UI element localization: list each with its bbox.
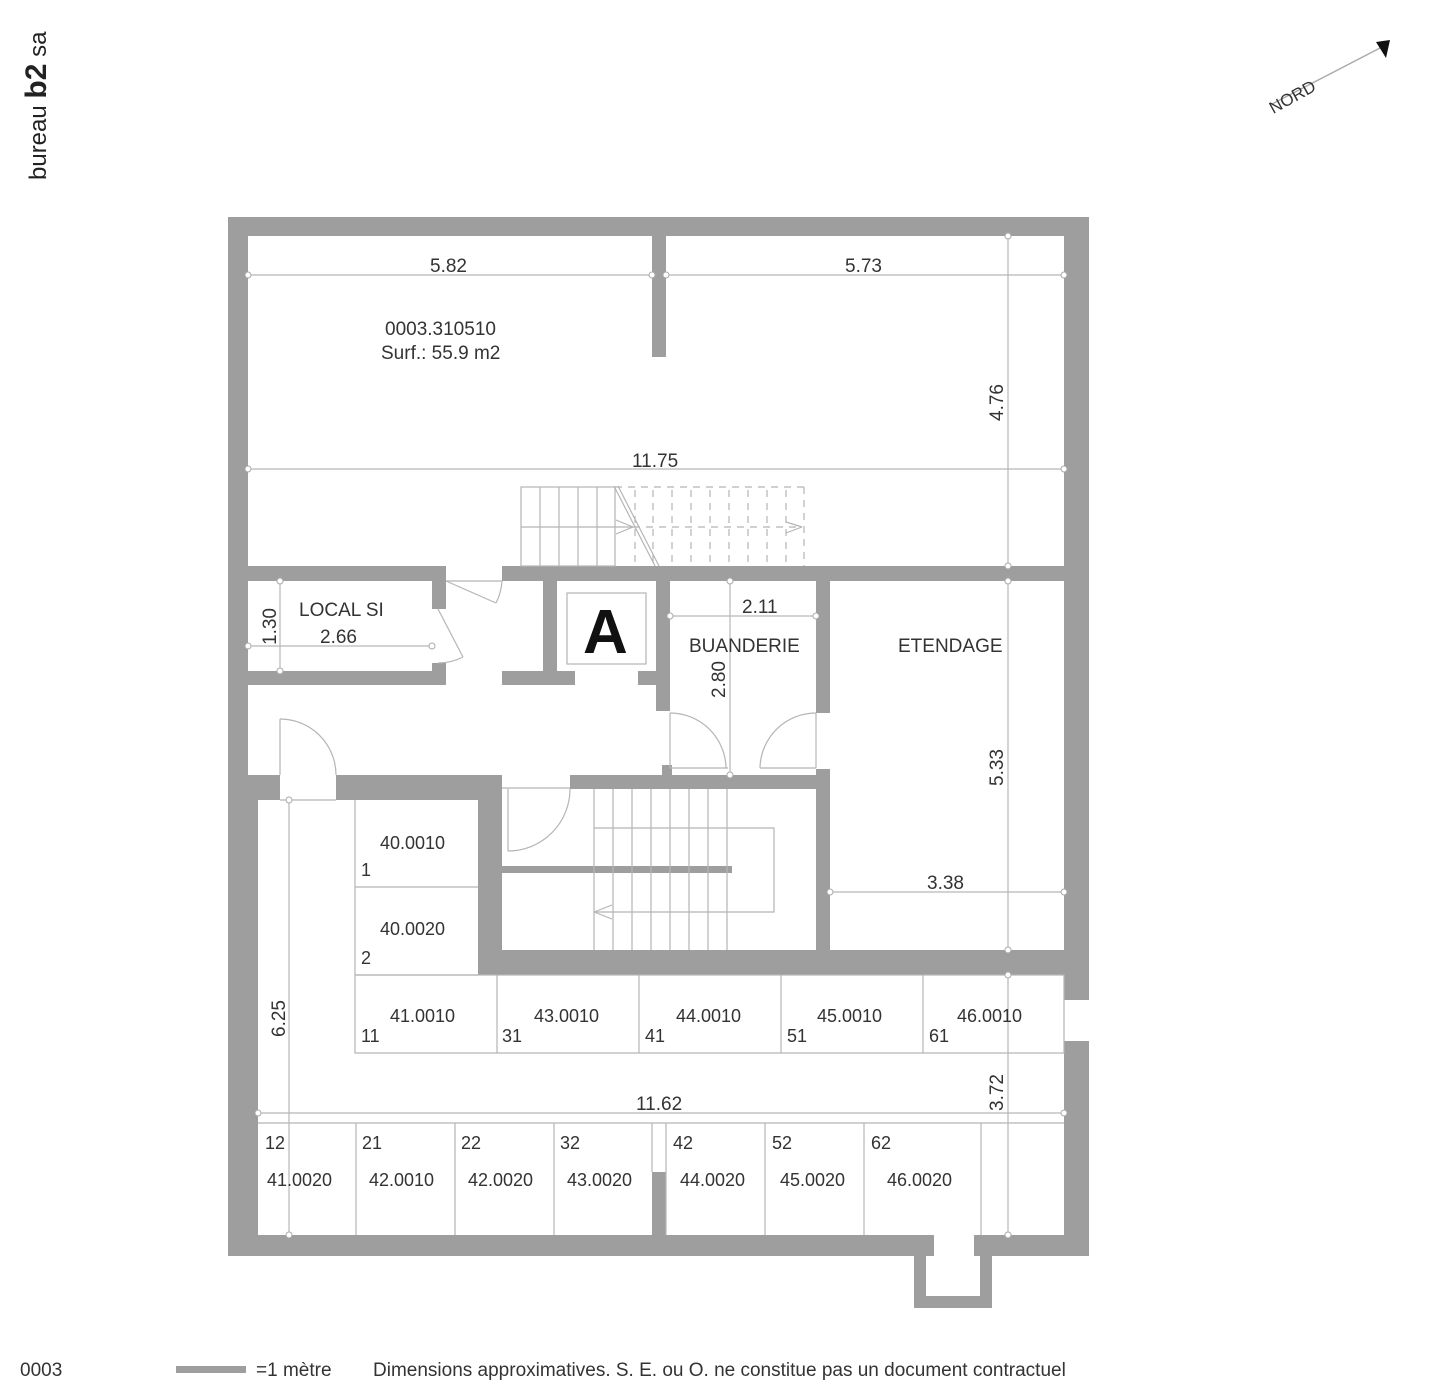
cellar-code: 44.0020 — [680, 1170, 746, 1190]
room-etendage: ETENDAGE — [898, 636, 1003, 657]
dim-buanderie-width: 2.11 — [742, 597, 778, 618]
cellar-code: 42.0020 — [468, 1170, 534, 1190]
dim-left-height: 6.25 — [269, 1000, 290, 1037]
dim-overall-width-top: 11.75 — [632, 451, 679, 472]
cellar-code: 40.0010 — [380, 833, 446, 853]
dimension-lines — [244, 232, 1068, 1239]
cellar-number: 2 — [361, 948, 372, 968]
cellar-number: 21 — [362, 1133, 383, 1153]
cellar-code: 43.0010 — [534, 1006, 600, 1026]
cellar-code: 46.0020 — [887, 1170, 953, 1190]
dim-local-si-height: 1.30 — [260, 608, 281, 645]
dim-cellar-height: 3.72 — [987, 1074, 1008, 1111]
lower-staircase — [593, 789, 775, 950]
doors — [279, 580, 817, 852]
dim-etendage-width: 3.38 — [927, 873, 964, 894]
dim-local-si-width: 2.66 — [320, 627, 357, 648]
dim-overall-width-bottom: 11.62 — [636, 1094, 683, 1115]
cellar-number: 1 — [361, 860, 372, 880]
room-local-si: LOCAL SI — [299, 600, 384, 621]
room-buanderie: BUANDERIE — [689, 636, 800, 657]
cellar-number: 62 — [871, 1133, 892, 1153]
cellar-code: 41.0020 — [267, 1170, 333, 1190]
dim-buanderie-height: 2.80 — [709, 661, 730, 698]
cellar-code: 40.0020 — [380, 919, 446, 939]
plan-number: 0003 — [20, 1360, 63, 1381]
cellar-number: 12 — [265, 1133, 286, 1153]
dim-top-height: 4.76 — [987, 384, 1008, 421]
disclaimer: Dimensions approximatives. S. E. ou O. n… — [373, 1360, 1066, 1381]
cellar-code: 46.0010 — [957, 1006, 1023, 1026]
north-arrow-icon — [1271, 40, 1390, 105]
main-room-surface: Surf.: 55.9 m2 — [381, 343, 501, 364]
cellar-number: 11 — [361, 1026, 380, 1046]
cellar-number: 22 — [461, 1133, 482, 1153]
cellar-number: 32 — [560, 1133, 581, 1153]
main-room-code: 0003.310510 — [385, 319, 496, 340]
upper-staircase — [520, 485, 805, 567]
cellar-code: 45.0020 — [780, 1170, 846, 1190]
cellar-number: 61 — [929, 1026, 950, 1046]
scale-bar-icon — [176, 1366, 246, 1373]
cellar-code: 45.0010 — [817, 1006, 883, 1026]
walls — [228, 217, 1089, 1308]
lift-shaft — [566, 592, 647, 665]
cellar-partitions — [258, 800, 1065, 1235]
cellar-code: 43.0020 — [567, 1170, 633, 1190]
cellar-number: 41 — [645, 1026, 666, 1046]
lift-label: A — [583, 598, 628, 667]
dim-top-left-width: 5.82 — [430, 256, 467, 277]
cellar-code: 41.0010 — [390, 1006, 456, 1026]
cellar-number: 51 — [787, 1026, 808, 1046]
cellar-number: 42 — [673, 1133, 694, 1153]
cellar-number: 31 — [502, 1026, 523, 1046]
dim-etendage-height: 5.33 — [987, 749, 1008, 786]
dim-top-right-width: 5.73 — [845, 256, 882, 277]
scale-label: =1 mètre — [256, 1360, 332, 1381]
cellar-code: 42.0010 — [369, 1170, 435, 1190]
cellar-number: 52 — [772, 1133, 793, 1153]
cellar-code: 44.0010 — [676, 1006, 742, 1026]
